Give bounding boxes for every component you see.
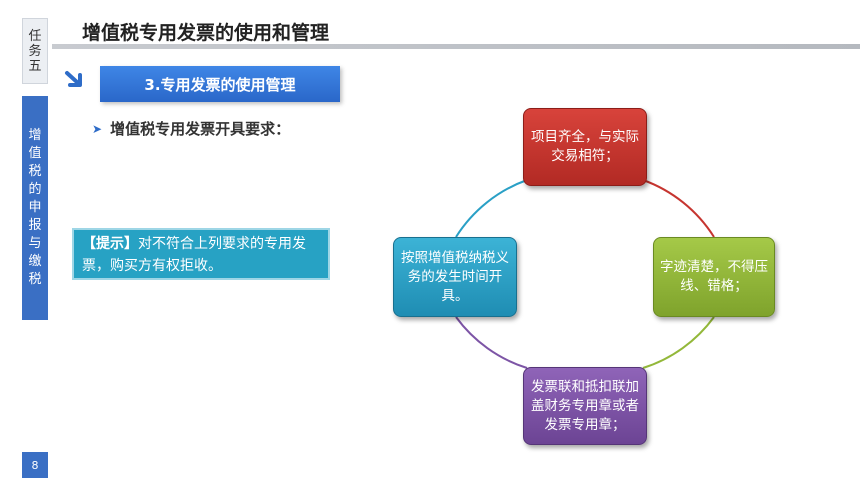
cycle-connector	[455, 179, 715, 369]
section-char: 报	[28, 218, 42, 233]
section-char: 增	[28, 128, 42, 143]
tip-box: 【提示】对不符合上列要求的专用发票，购买方有权拒收。	[72, 228, 330, 280]
diagram-node-left: 按照增值税纳税义务的发生时间开具。	[393, 237, 517, 317]
diagram-node-bottom: 发票联和抵扣联加盖财务专用章或者发票专用章；	[523, 367, 647, 445]
connector-right-bottom	[642, 316, 715, 369]
arrow-down-right-icon	[65, 71, 82, 87]
bullet-heading: ➤ 增值税专用发票开具要求：	[92, 118, 290, 139]
connector-top-right	[642, 179, 715, 238]
bullet-arrow-icon: ➤	[92, 121, 103, 136]
diagram-node-right: 字迹清楚，不得压线、错格；	[653, 237, 775, 317]
header-divider	[52, 44, 860, 49]
connector-left-top	[455, 179, 528, 238]
connector-bottom-left	[455, 316, 528, 369]
tip-text: 对不符合上列要求的专用发票，购买方有权拒收。	[82, 236, 306, 274]
section-char: 与	[28, 236, 42, 251]
section-sidebar: 增 值 税 的 申 报 与 缴 税	[22, 96, 48, 320]
task-label: 任 务 五	[22, 18, 48, 84]
tip-prefix: 【提示】	[82, 236, 138, 252]
diagram-node-top: 项目齐全，与实际交易相符；	[523, 108, 647, 186]
section-char: 税	[28, 164, 42, 179]
section-tab: 3.专用发票的使用管理	[100, 66, 340, 102]
task-label-char: 任	[28, 28, 42, 44]
section-char: 缴	[28, 254, 42, 269]
section-char: 申	[28, 200, 42, 215]
page-title: 增值税专用发票的使用和管理	[82, 22, 330, 44]
section-char: 税	[28, 272, 42, 287]
bullet-heading-text: 增值税专用发票开具要求：	[110, 120, 291, 138]
task-label-char: 务	[28, 43, 42, 59]
section-char: 值	[28, 146, 42, 161]
section-char: 的	[28, 182, 42, 197]
task-label-char: 五	[28, 58, 42, 74]
page-number: 8	[22, 452, 48, 478]
